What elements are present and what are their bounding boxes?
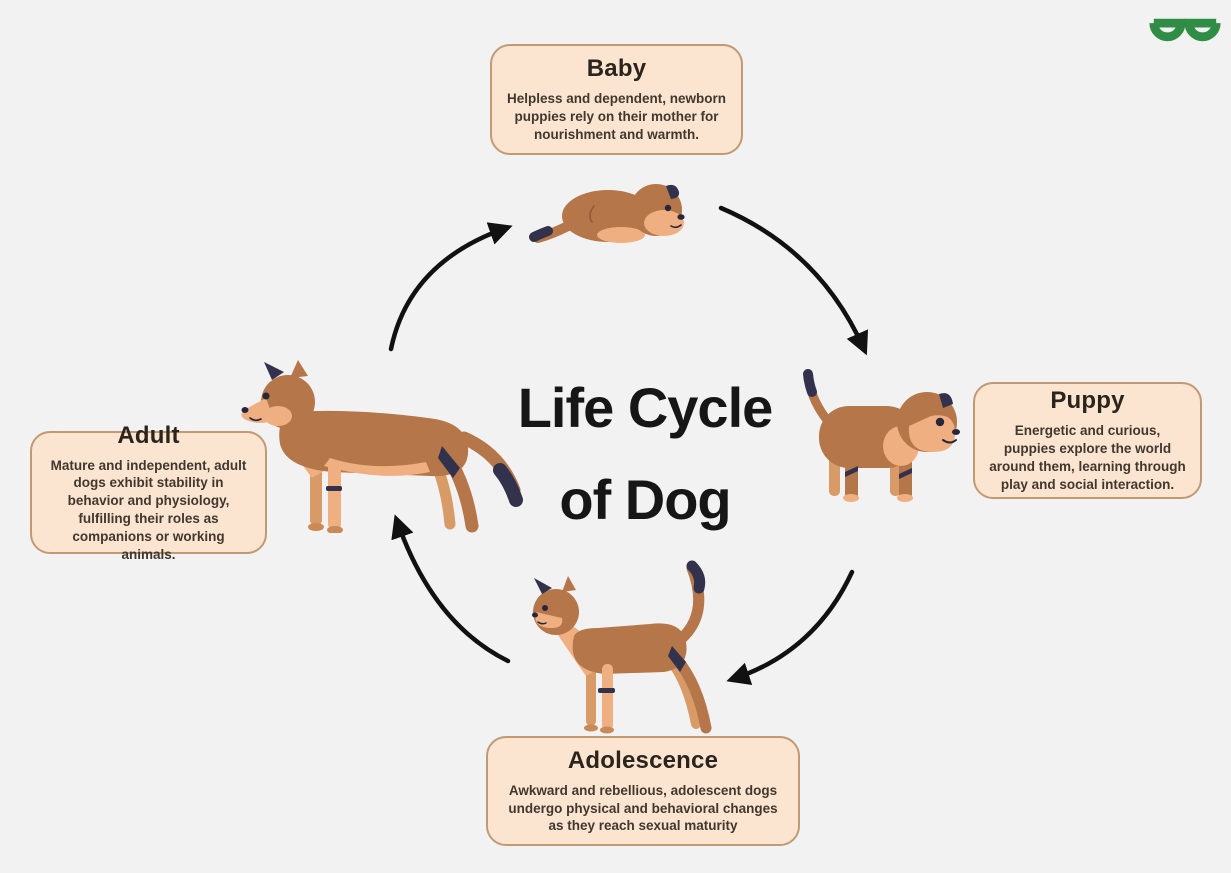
- adolescent-near-front-leg: [602, 664, 613, 730]
- puppy-eye: [935, 417, 945, 427]
- baby-dog-nose: [677, 214, 685, 220]
- adolescent-paw: [600, 726, 614, 734]
- adolescent-nose: [532, 612, 538, 618]
- diagram-title-line2: of Dog: [559, 468, 731, 531]
- baby-dog-illustration: [529, 184, 685, 243]
- baby-dog-paws: [597, 227, 645, 243]
- diagram-title-line1: Life Cycle: [517, 376, 774, 439]
- arrow-baby-to-puppy: [718, 205, 869, 356]
- stage-title-adolescence: Adolescence: [567, 746, 719, 774]
- adult-hip-mark: [438, 446, 460, 478]
- adolescent-body: [572, 623, 687, 674]
- stage-description-adolescence: Awkward and rebellious, adolescent dogs …: [508, 782, 778, 834]
- baby-dog-mouth: [670, 224, 682, 229]
- puppy-nose: [952, 429, 960, 435]
- adult-lower-face: [264, 406, 292, 426]
- puppy-hind-knee-mark: [845, 466, 858, 477]
- adolescent-head: [533, 589, 579, 635]
- stage-card-adult: Adult Mature and independent, adult dogs…: [30, 422, 267, 562]
- stage-title-baby: Baby: [586, 55, 647, 83]
- baby-dog-ear: [666, 184, 680, 199]
- adolescent-far-front-leg: [586, 660, 596, 726]
- baby-dog-muzzle: [644, 210, 684, 236]
- arrow-adult-to-baby: [388, 222, 513, 352]
- stage-card-adolescence: Adolescence Awkward and rebellious, adol…: [486, 736, 800, 846]
- puppy-paw: [843, 494, 859, 502]
- adult-body: [279, 410, 469, 477]
- adult-dog-illustration: [241, 360, 523, 533]
- adolescent-tail-tip: [686, 560, 706, 594]
- adult-eye: [262, 392, 270, 400]
- stage-title-puppy: Puppy: [1050, 387, 1125, 415]
- stage-card-puppy: Puppy Energetic and curious, puppies exp…: [973, 382, 1202, 499]
- arrow-puppy-to-adolescence: [726, 569, 855, 685]
- adolescent-mouth: [537, 621, 547, 625]
- diagram-title: Life Cycle of Dog: [440, 362, 850, 546]
- adult-near-front-leg: [328, 462, 341, 530]
- adult-nose: [241, 407, 249, 413]
- baby-dog-body-crease: [589, 205, 595, 223]
- puppy-face: [908, 415, 956, 452]
- stage-card-baby: Baby Helpless and dependent, newborn pup…: [490, 44, 743, 155]
- puppy-ear: [939, 393, 953, 408]
- stage-title-adult: Adult: [117, 421, 180, 449]
- adolescent-ear-right: [562, 576, 576, 592]
- adolescent-paw: [584, 724, 598, 732]
- adult-ear-right: [290, 360, 308, 378]
- puppy-mouth: [942, 439, 957, 444]
- geeksforgeeks-logo-icon: [1149, 18, 1221, 42]
- puppy-dog-illustration: [803, 369, 960, 502]
- baby-dog-tail-tip: [529, 226, 553, 242]
- adolescent-eye: [542, 605, 548, 611]
- stage-description-baby: Helpless and dependent, newborn puppies …: [506, 91, 727, 142]
- adult-paw: [308, 523, 324, 531]
- puppy-tail-tip: [803, 369, 817, 397]
- adolescent-ear-left: [534, 578, 552, 594]
- adult-tail-tip: [493, 463, 523, 507]
- puppy-near-hind-leg: [845, 452, 858, 500]
- logo-left-glyph: [1149, 18, 1186, 42]
- adult-front-leg-band: [326, 486, 342, 491]
- baby-dog-eye: [664, 204, 672, 212]
- adult-mouth: [249, 417, 262, 422]
- puppy-front-knee-mark: [899, 468, 912, 479]
- adult-belly: [324, 458, 430, 476]
- adolescent-front-leg-band: [598, 688, 615, 693]
- adult-paw: [327, 526, 343, 533]
- adolescent-dog-illustration: [532, 560, 712, 734]
- logo-right-glyph: [1184, 18, 1221, 42]
- puppy-paw: [897, 494, 913, 502]
- adult-ear-left: [264, 362, 284, 380]
- adolescent-hip-mark: [668, 646, 686, 672]
- stage-description-puppy: Energetic and curious, puppies explore t…: [989, 423, 1186, 492]
- stage-description-adult: Mature and independent, adult dogs exhib…: [50, 457, 247, 562]
